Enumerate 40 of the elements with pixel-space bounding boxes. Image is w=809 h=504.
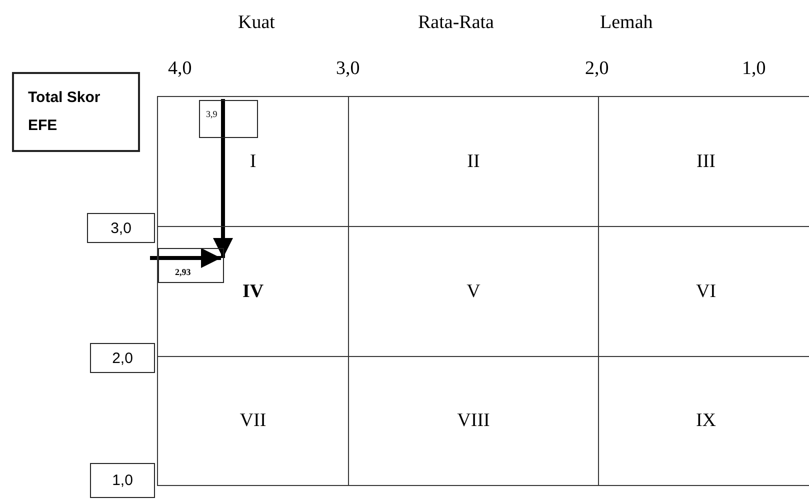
cell-label: II: [467, 150, 480, 172]
cell-label: I: [250, 150, 256, 172]
matrix-cell: [348, 356, 598, 486]
axis-label: 3,0: [336, 58, 360, 80]
cell-label: III: [696, 150, 716, 172]
axis-label: 1,0: [742, 58, 766, 80]
box-label: EFE: [28, 116, 58, 136]
box-label: Total Skor: [28, 88, 102, 108]
axis-label: 2,0: [585, 58, 609, 80]
cell-label: IV: [242, 280, 264, 302]
box-label: 2,93: [175, 267, 192, 277]
score-box: [87, 213, 155, 243]
axis-label: 4,0: [168, 58, 192, 80]
matrix-cell: [348, 96, 598, 226]
cell-label: VII: [240, 410, 266, 432]
score-value-box: [199, 100, 258, 138]
score-box: [90, 343, 155, 373]
matrix-cell: [598, 356, 809, 486]
cell-label: IX: [696, 410, 716, 432]
matrix-cell: [598, 96, 809, 226]
matrix-cell: [157, 96, 348, 226]
cell-label: VIII: [457, 410, 490, 432]
axis-label: Rata-Rata: [418, 12, 494, 34]
matrix-cell: [157, 226, 348, 356]
arrow: [150, 248, 221, 268]
score-value-box: [158, 248, 224, 283]
axis-title-box: [12, 72, 140, 152]
box-label: 2,0: [112, 350, 133, 366]
cell-label: V: [466, 280, 480, 302]
matrix-cell: [598, 226, 809, 356]
score-box: [90, 463, 155, 498]
box-label: 3,9: [206, 109, 218, 119]
matrix-cell: [348, 226, 598, 356]
box-label: 1,0: [112, 472, 133, 489]
axis-label: Lemah: [600, 12, 653, 34]
box-label: 3,0: [110, 220, 132, 236]
matrix-cell: [157, 356, 348, 486]
cell-label: VI: [696, 280, 716, 302]
axis-label: Kuat: [238, 12, 275, 34]
arrow: [213, 99, 233, 258]
